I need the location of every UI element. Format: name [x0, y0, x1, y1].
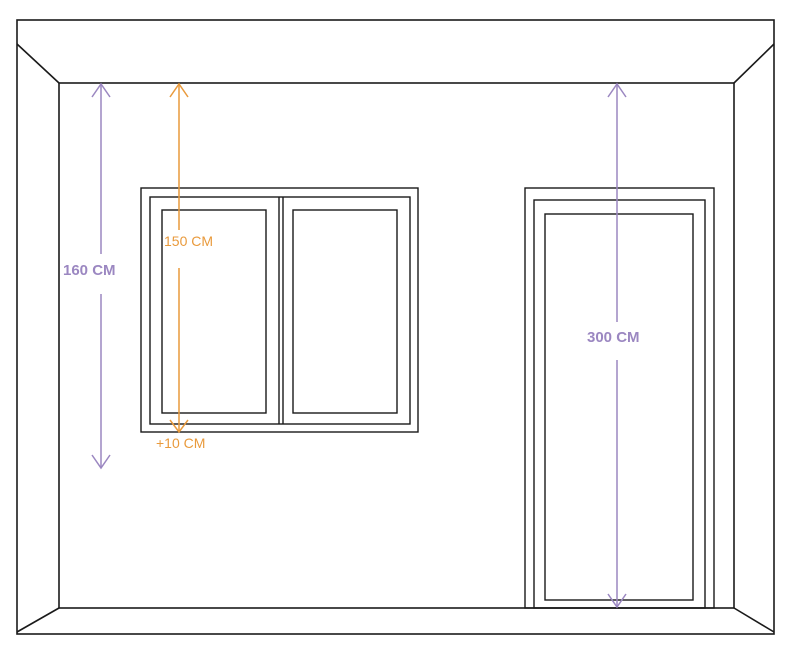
dimension-150-label: 150 CM — [164, 233, 214, 249]
window-left-pane — [161, 209, 267, 414]
dimension-10-label: +10 CM — [156, 435, 206, 451]
corner-line-bottom-left — [16, 607, 60, 633]
dimension-160cm — [91, 82, 111, 470]
dimension-300-arrow-up-icon — [607, 82, 627, 98]
corner-line-top-right — [733, 43, 775, 84]
window — [140, 187, 419, 433]
dimension-300-arrow-down-icon — [607, 593, 627, 609]
door-leaf — [544, 213, 694, 601]
dimension-150-arrow-up-icon — [169, 82, 189, 98]
corner-line-bottom-right — [733, 607, 775, 633]
dimension-10cm — [169, 268, 189, 434]
room-outer-outline — [16, 19, 775, 635]
dimension-160-arrow-down-icon — [91, 454, 111, 470]
door-outer-frame — [524, 187, 715, 609]
window-inner-frame — [149, 196, 411, 425]
dimension-160-label: 160 CM — [63, 262, 116, 279]
dimension-300cm — [607, 82, 627, 609]
back-wall — [58, 82, 735, 609]
corner-line-top-left — [16, 43, 60, 84]
dimension-160-arrow-up-icon — [91, 82, 111, 98]
window-outer-frame — [140, 187, 419, 433]
window-right-pane — [292, 209, 398, 414]
dimension-150cm — [169, 82, 189, 230]
dimension-10-arrow-down-icon — [169, 419, 189, 434]
door-middle-frame — [533, 199, 706, 609]
dimension-300-label: 300 CM — [587, 329, 640, 346]
door — [524, 187, 715, 609]
